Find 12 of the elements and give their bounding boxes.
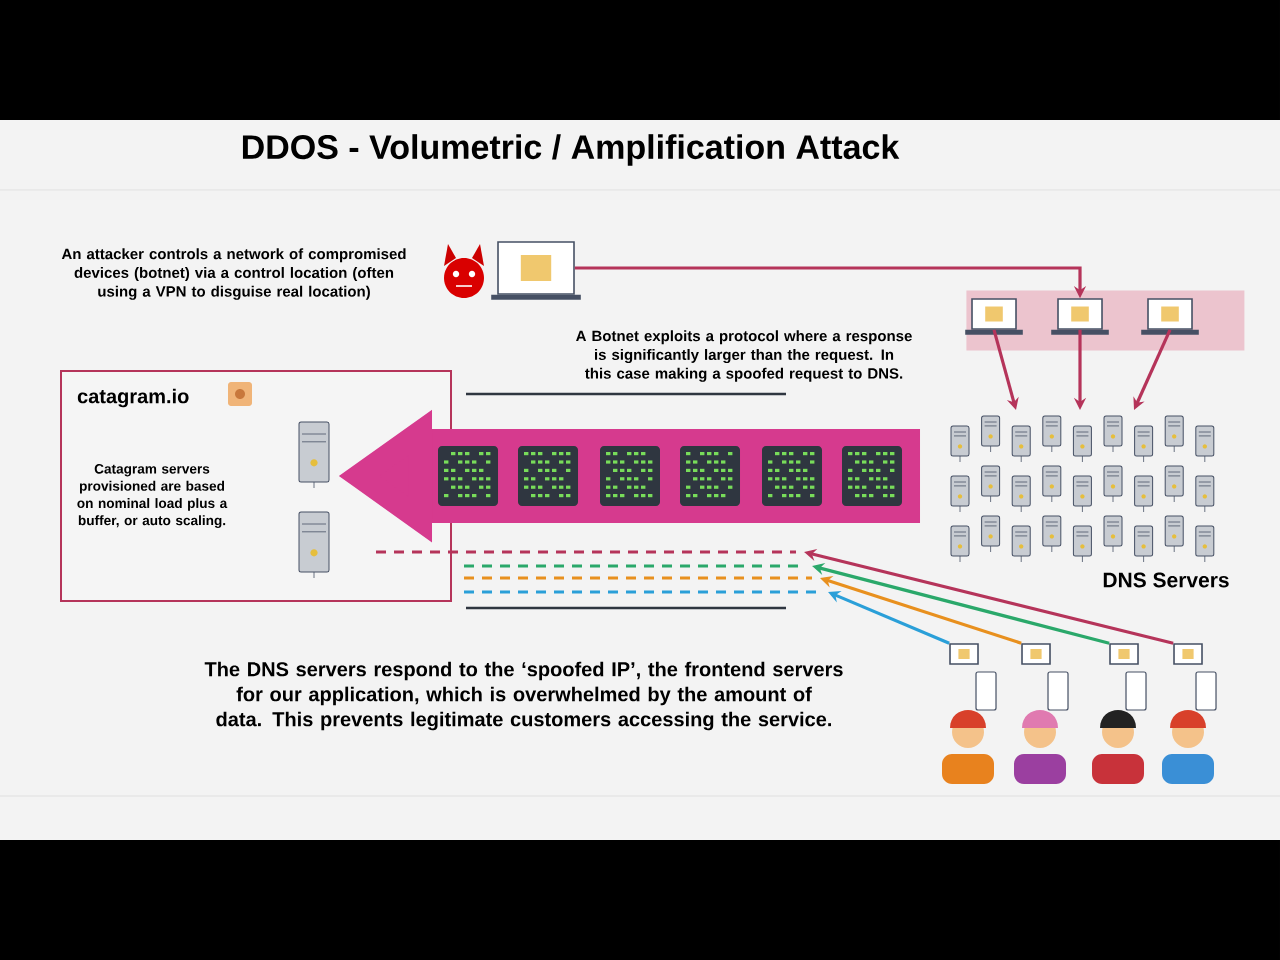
monitor-icon [949,643,979,665]
laptop-icon [491,241,581,300]
monitor-icon [1173,643,1203,665]
laptop-icon [1051,298,1109,335]
laptop-icon [965,298,1023,335]
box-heading: catagram.io [77,388,189,408]
monitor-icon [1109,643,1139,665]
laptop-icon [1141,298,1199,335]
monitor-icon [1021,643,1051,665]
title: DDOS - Volumetric / Amplification Attack [242,134,900,166]
node-label: DNS Servers [1103,572,1229,588]
paragraph: The DNS servers respond to the ‘spoofed IP’, the frontend servers for our application, which is overwhelmed by the amount of data. This prevents legitimate customers accessing the service. [204,661,843,731]
